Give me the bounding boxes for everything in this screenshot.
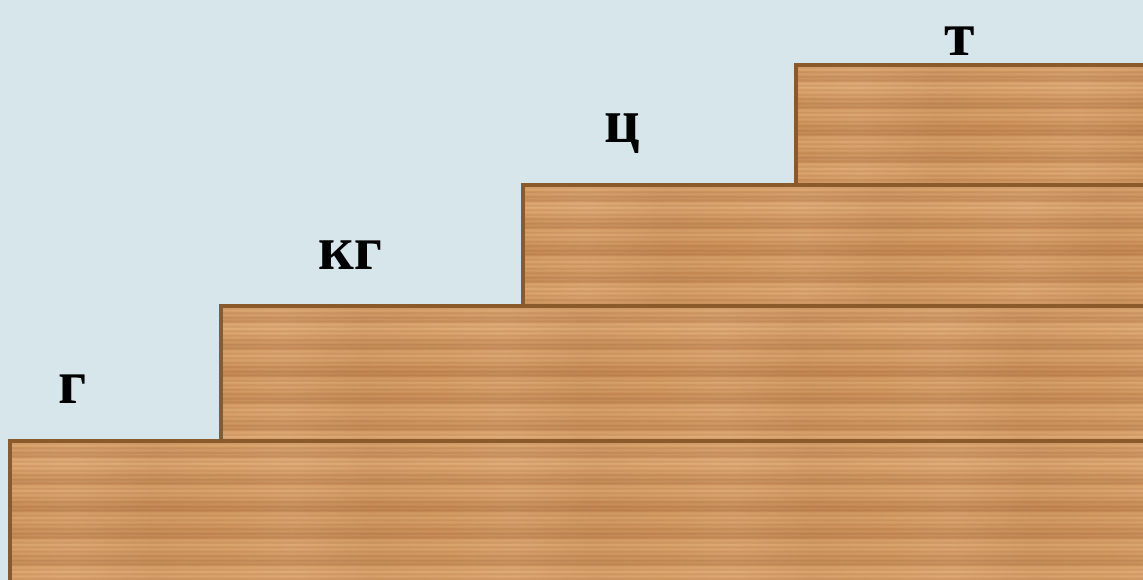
step-3-label: ц xyxy=(604,91,640,153)
step-3-wood-block xyxy=(521,183,1143,308)
step-2-wood-block xyxy=(219,304,1143,443)
step-4-wood-block xyxy=(794,63,1143,187)
step-4-label: т xyxy=(944,4,974,66)
step-1-label: г xyxy=(58,352,86,414)
step-1-wood-block xyxy=(8,439,1143,580)
step-2-label: кг xyxy=(318,218,382,280)
